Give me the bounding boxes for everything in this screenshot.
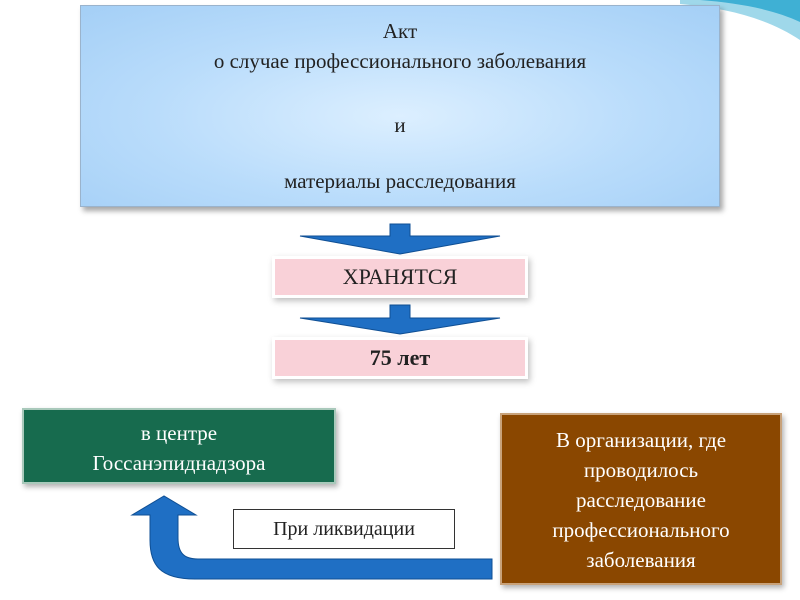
- stored-label: ХРАНЯТСЯ: [275, 259, 525, 295]
- organization-box: В организации, где проводилось расследов…: [500, 413, 782, 585]
- top-box-line-4: материалы расследования: [284, 169, 516, 193]
- down-arrow-icon: [299, 223, 501, 255]
- top-box-line-1: Акт: [382, 19, 418, 43]
- left-box-line-1: в центре: [140, 421, 218, 445]
- top-box-line-2: о случае профессионального заболевания: [213, 49, 587, 73]
- right-box-line-1: В организации, где: [555, 428, 727, 452]
- down-arrow-icon: [299, 304, 501, 335]
- background-swoosh: [680, 0, 800, 40]
- right-box-line-4: профессионального: [552, 518, 730, 542]
- right-box-line-5: заболевания: [586, 548, 696, 572]
- liquidation-label: При ликвидации: [233, 509, 455, 549]
- top-box-line-3: и: [394, 113, 406, 137]
- sanitary-center-box: в центре Госсанэпиднадзора: [22, 408, 336, 484]
- left-box-line-2: Госсанэпиднадзора: [92, 451, 266, 475]
- right-box-line-3: расследование: [576, 488, 706, 512]
- right-box-line-2: проводилось: [583, 458, 699, 482]
- storage-duration: 75 лет: [275, 340, 525, 376]
- return-arrow-icon: [130, 495, 493, 580]
- act-and-materials-box: Акт о случае профессионального заболеван…: [80, 5, 720, 207]
